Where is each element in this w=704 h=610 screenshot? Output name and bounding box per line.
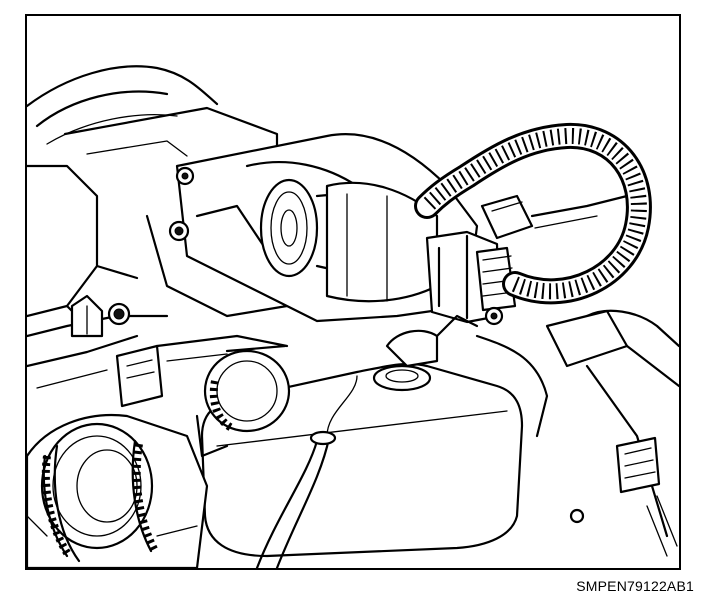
engine-compartment [27, 65, 289, 408]
engine-compartment-right [475, 309, 679, 557]
air-intake-duct [27, 344, 291, 568]
illustration-frame [25, 14, 681, 570]
electrical-connector [425, 194, 534, 324]
engine-compartment-center [155, 306, 504, 368]
throttle-body [107, 133, 479, 326]
engine-line-drawing [27, 65, 679, 568]
figure-reference-code: SMPEN79122AB1 [576, 578, 694, 594]
wiring-harness [414, 122, 652, 305]
